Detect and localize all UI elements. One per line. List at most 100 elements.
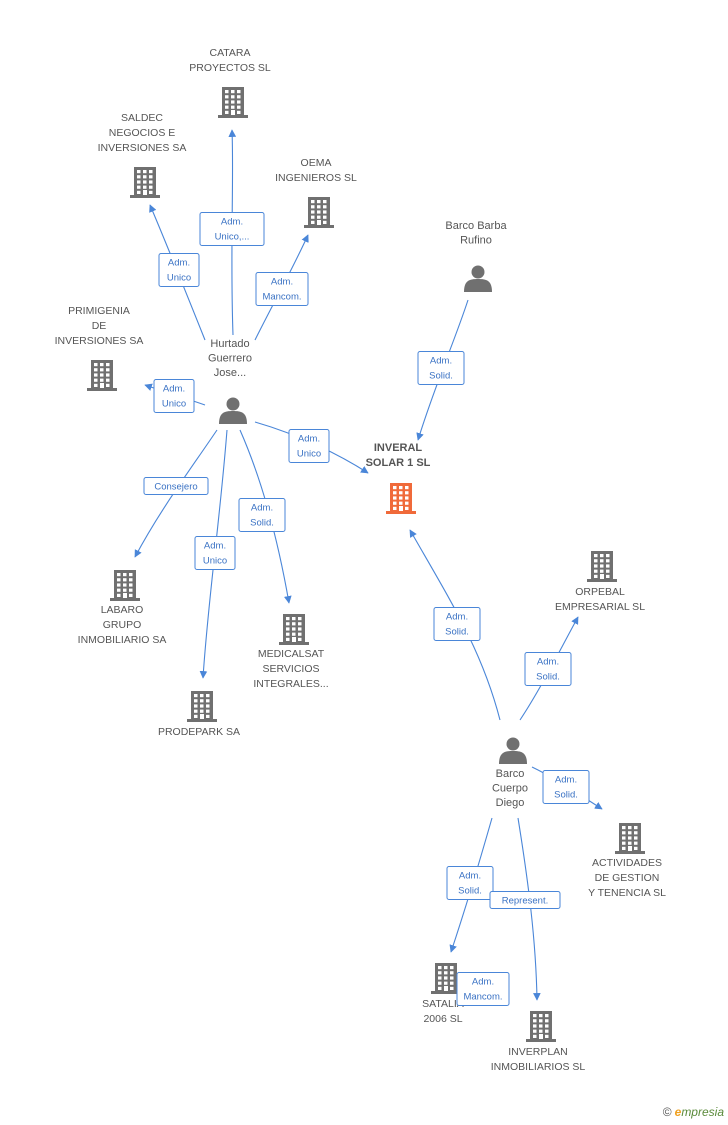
building-icon [110, 570, 140, 601]
edge-label-barco_barba-to-inveral[interactable]: Adm. Solid. [417, 351, 465, 385]
edge-label-hurtado-to-labaro[interactable]: Consejero [143, 477, 209, 495]
node-prodepark[interactable]: PRODEPARK SA [158, 691, 240, 738]
node-label-medicalsat: MEDICALSAT [258, 648, 325, 660]
building-icon [87, 360, 117, 391]
node-label-actividades: Y TENENCIA SL [588, 887, 666, 899]
node-label-barco_barba: Rufino [460, 235, 492, 247]
node-medicalsat[interactable]: MEDICALSAT SERVICIOS INTEGRALES... [253, 614, 329, 690]
edge-label-text: Adm. [298, 434, 320, 445]
node-label-hurtado: Guerrero [208, 353, 252, 365]
brand-footer: ©empresia [663, 1105, 724, 1119]
edge-label-text: Consejero [154, 482, 197, 493]
edge-label-text: Adm. [459, 871, 481, 882]
edge-label-hurtado-to-oema[interactable]: Adm. Mancom. [255, 272, 309, 306]
edge-label-text: Unico [297, 449, 321, 460]
edge-label-barco_cuerpo-to-orpebal[interactable]: Adm.Solid. [524, 652, 572, 686]
node-orpebal[interactable]: ORPEBAL EMPRESARIAL SL [555, 551, 645, 613]
node-label-hurtado: Jose... [214, 367, 246, 379]
building-icon [615, 823, 645, 854]
building-icon [587, 551, 617, 582]
node-inveral[interactable]: INVERAL SOLAR 1 SL [366, 442, 431, 514]
node-label-inveral: SOLAR 1 SL [366, 457, 431, 469]
edge-label-hurtado-to-inveral[interactable]: Adm. Unico [288, 429, 330, 463]
edge-label-hurtado-to-catara[interactable]: Adm.Unico,... [199, 212, 265, 246]
node-labaro[interactable]: LABARO GRUPO INMOBILIARIO SA [78, 570, 167, 646]
node-label-primigenia: PRIMIGENIA [68, 305, 130, 317]
edge-label-text: Solid. [429, 371, 453, 382]
node-label-barco_cuerpo: Barco [496, 768, 525, 780]
building-icon [526, 1011, 556, 1042]
edge-label-barco_cuerpo-to-inveral[interactable]: Adm. Solid. [433, 607, 481, 641]
brand-logo-initial: e [674, 1105, 682, 1119]
edge-label-text: Unico [167, 273, 191, 284]
edge-label-text: Mancom. [262, 292, 301, 303]
building-icon [386, 483, 416, 514]
copyright-icon: © [662, 1105, 672, 1119]
node-primigenia[interactable]: PRIMIGENIA DE INVERSIONES SA [55, 305, 144, 391]
edge-label-barco_cuerpo-to-satalia[interactable]: Adm. Mancom. [456, 972, 510, 1006]
node-label-oema: OEMA [301, 157, 332, 169]
node-label-oema: INGENIEROS SL [275, 172, 357, 184]
edge-barco_cuerpo-to-inverplan [517, 817, 541, 1001]
node-label-satalia: SATALIA [422, 998, 464, 1010]
edge-label-text: Mancom. [463, 992, 502, 1003]
building-icon [130, 167, 160, 198]
edge-label-barco_cuerpo-to-inverplan[interactable]: Represent. [489, 891, 561, 909]
person-icon [464, 265, 492, 292]
node-label-saldec: NEGOCIOS E [109, 127, 176, 139]
person-icon [499, 737, 527, 764]
edge-label-hurtado-to-medicalsat[interactable]: Adm.Solid. [238, 498, 286, 532]
edge-label-text: Solid. [445, 627, 469, 638]
edge-label-text: Solid. [536, 672, 560, 683]
node-label-inverplan: INMOBILIARIOS SL [491, 1061, 586, 1073]
building-icon [187, 691, 217, 722]
edge-label-text: Adm. [446, 612, 468, 623]
node-label-barco_cuerpo: Cuerpo [492, 783, 528, 795]
edge-label-text: Solid. [554, 790, 578, 801]
brand-logo-text: mpresia [681, 1105, 724, 1119]
node-label-orpebal: ORPEBAL [575, 586, 625, 598]
node-label-labaro: LABARO [101, 604, 144, 616]
node-label-saldec: SALDEC [121, 112, 163, 124]
building-icon [431, 963, 461, 994]
edge-label-hurtado-to-primigenia[interactable]: Adm.Unico [153, 379, 195, 413]
node-label-medicalsat: SERVICIOS [263, 663, 320, 675]
node-label-prodepark: PRODEPARK SA [158, 726, 240, 738]
node-label-satalia: 2006 SL [423, 1013, 462, 1025]
node-label-inveral: INVERAL [374, 442, 423, 454]
node-label-orpebal: EMPRESARIAL SL [555, 601, 645, 613]
node-label-primigenia: INVERSIONES SA [55, 335, 144, 347]
node-label-medicalsat: INTEGRALES... [253, 678, 328, 690]
building-icon [304, 197, 334, 228]
edge-label-text: Adm. [204, 541, 226, 552]
edge-label-barco_cuerpo-to-satalia[interactable]: Adm.Solid. [446, 866, 494, 900]
node-label-labaro: GRUPO [103, 619, 142, 631]
edge-label-text: Adm. [472, 977, 494, 988]
node-label-barco_cuerpo: Diego [496, 797, 525, 809]
edge-label-text: Adm. [430, 356, 452, 367]
node-hurtado[interactable]: HurtadoGuerreroJose... [208, 338, 252, 424]
edge-label-barco_cuerpo-to-actividades[interactable]: Adm. Solid. [542, 770, 590, 804]
node-label-catara: PROYECTOS SL [189, 62, 271, 74]
edge-label-text: Unico [203, 556, 227, 567]
edge-label-hurtado-to-saldec[interactable]: Adm. Unico [158, 253, 200, 287]
edge-label-text: Adm. [168, 258, 190, 269]
node-label-primigenia: DE [92, 320, 107, 332]
node-label-hurtado: Hurtado [210, 338, 249, 350]
edge-label-text: Adm. [555, 775, 577, 786]
node-oema[interactable]: OEMA INGENIEROS SL [275, 157, 357, 228]
person-icon [219, 397, 247, 424]
node-label-labaro: INMOBILIARIO SA [78, 634, 167, 646]
building-icon [279, 614, 309, 645]
edge-label-text: Unico [162, 399, 186, 410]
edge-label-hurtado-to-prodepark[interactable]: Adm. Unico [194, 536, 236, 570]
node-satalia[interactable]: SATALIA 2006 SL [422, 963, 464, 1025]
edge-label-text: Adm. [271, 277, 293, 288]
